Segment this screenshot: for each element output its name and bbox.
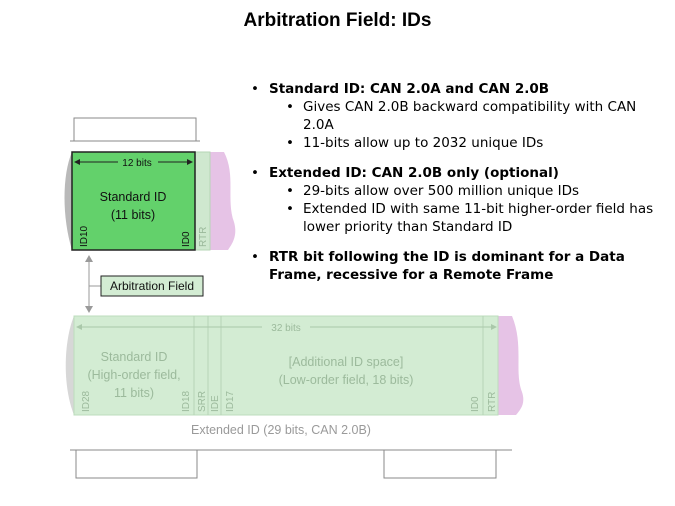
- bottom-frame-outline: [70, 449, 512, 479]
- std-width-arrow: [74, 159, 193, 165]
- ext-caption: Extended ID (29 bits, CAN 2.0B): [191, 423, 371, 437]
- bullet-list: •Standard ID: CAN 2.0A and CAN 2.0B •Giv…: [249, 80, 669, 284]
- ext-ide-label: IDE: [210, 395, 221, 412]
- bullet-1-sub-1: •Gives CAN 2.0B backward compatibility w…: [286, 99, 637, 133]
- ext-std-line1: Standard ID: [101, 350, 168, 364]
- ext-width-label: 32 bits: [271, 323, 300, 334]
- bullet-3: •RTR bit following the ID is dominant fo…: [251, 249, 625, 283]
- ext-dividers: [193, 316, 484, 415]
- bullet-1-sub-2: •11-bits allow up to 2032 unique IDs: [286, 135, 544, 151]
- ext-srr-label: SRR: [197, 391, 208, 412]
- ext-std-line2: (High-order field,: [87, 368, 180, 382]
- std-id0-label: ID0: [181, 231, 192, 247]
- std-width-label: 12 bits: [122, 158, 151, 169]
- bullet-1: •Standard ID: CAN 2.0A and CAN 2.0B: [251, 81, 550, 97]
- bullet-2: •Extended ID: CAN 2.0B only (optional): [251, 165, 559, 181]
- bullet-2-sub-2: •Extended ID with same 11-bit higher-ord…: [286, 201, 654, 235]
- slide-title: Arbitration Field: IDs: [243, 10, 432, 31]
- ext-add-line2: (Low-order field, 18 bits): [279, 373, 414, 387]
- top-frame-outline: [70, 117, 200, 142]
- ext-id17-label: ID17: [225, 390, 236, 412]
- ext-id28-label: ID28: [81, 390, 92, 412]
- ext-rtr-label: RTR: [487, 392, 498, 412]
- std-left-grey-edge: [64, 152, 72, 250]
- ext-id-box: [73, 315, 499, 416]
- std-pink-tail: [210, 152, 236, 250]
- ext-left-grey-edge: [65, 316, 74, 415]
- arbitration-field-box: [100, 275, 204, 297]
- std-id-label-line1: Standard ID: [100, 190, 167, 204]
- std-rtr-label: RTR: [198, 227, 209, 247]
- std-id-label-line2: (11 bits): [111, 208, 155, 222]
- ext-id18-label: ID18: [181, 390, 192, 412]
- arbitration-field-label: Arbitration Field: [110, 279, 194, 293]
- ext-add-line1: [Additional ID space]: [289, 355, 404, 369]
- ext-id0-label: ID0: [470, 396, 481, 412]
- arbitration-connector: [85, 255, 101, 313]
- ext-pink-tail: [498, 316, 524, 415]
- ext-std-line3: 11 bits): [114, 386, 154, 400]
- ext-width-arrow: [76, 324, 497, 330]
- std-id10-label: ID10: [79, 225, 90, 247]
- bullet-2-sub-1: •29-bits allow over 500 million unique I…: [286, 183, 580, 199]
- std-id-box: [71, 151, 196, 251]
